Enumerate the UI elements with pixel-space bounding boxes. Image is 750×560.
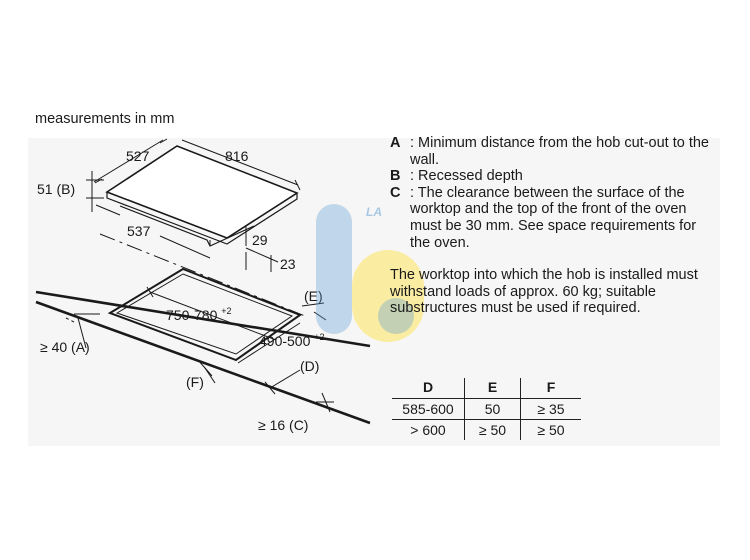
- table-row: > 600 ≥ 50 ≥ 50: [392, 419, 581, 440]
- hob-body: [106, 192, 298, 245]
- label-d: (D): [300, 358, 319, 374]
- label-recess-b: 51 (B): [37, 181, 75, 197]
- note-b-text: : Recessed depth: [410, 168, 523, 185]
- label-clearance-c: ≥ 16 (C): [258, 417, 308, 433]
- worktop-back-edge: [35, 290, 371, 348]
- cutout-width-tolerance: +2: [221, 306, 231, 316]
- hob-base: [119, 205, 255, 247]
- units-caption: measurements in mm: [35, 111, 175, 127]
- table-row: 585-600 50 ≥ 35: [392, 398, 581, 420]
- table-cell: 585-600: [392, 398, 465, 420]
- table-cell: ≥ 35: [520, 398, 581, 420]
- table-cell: > 600: [392, 419, 465, 440]
- note-c: C : The clearance between the surface of…: [390, 185, 720, 251]
- label-hob-depth: 527: [126, 148, 150, 164]
- label-e: (E): [304, 288, 323, 304]
- cutout-depth-tolerance: +2: [314, 332, 324, 342]
- note-a-key: A: [390, 135, 401, 151]
- clearance-table: D E F 585-600 50 ≥ 35 > 600 ≥ 50 ≥ 50: [392, 378, 581, 440]
- worktop-front-edge: [35, 300, 371, 425]
- table-header-e: E: [464, 378, 521, 399]
- notes-block: A : Minimum distance from the hob cut-ou…: [390, 135, 720, 317]
- note-c-key: C: [390, 184, 401, 201]
- note-a: A : Minimum distance from the hob cut-ou…: [390, 135, 720, 168]
- label-f: (F): [186, 374, 204, 390]
- note-c-text: : The clearance between the surface of t…: [410, 184, 697, 251]
- label-cutout-width: 750-780 +2: [166, 306, 232, 323]
- label-dim-23: 23: [280, 256, 296, 272]
- watermark-text: LA: [366, 205, 382, 219]
- label-distance-a: ≥ 40 (A): [40, 339, 90, 355]
- note-b: B : Recessed depth: [390, 168, 720, 185]
- table-cell: ≥ 50: [464, 419, 521, 440]
- cutout-width-value: 750-780: [166, 307, 218, 323]
- worktop-load-note: The worktop into which the hob is instal…: [390, 267, 698, 317]
- table-cell: 50: [464, 398, 521, 420]
- label-dim-29: 29: [252, 232, 268, 248]
- note-b-key: B: [390, 168, 401, 185]
- cutout-depth-value: 490-500: [259, 333, 311, 349]
- label-hob-width: 816: [225, 148, 249, 164]
- note-a-text: : Minimum distance from the hob cut-out …: [410, 135, 709, 168]
- label-cutout-depth: 490-500 +2: [259, 332, 325, 349]
- table-header-row: D E F: [392, 378, 581, 399]
- hob-cutout: [107, 267, 303, 362]
- label-frame-depth: 537: [127, 223, 151, 239]
- table-header-f: F: [520, 378, 581, 399]
- table-header-d: D: [422, 379, 434, 395]
- table-cell: ≥ 50: [520, 419, 581, 440]
